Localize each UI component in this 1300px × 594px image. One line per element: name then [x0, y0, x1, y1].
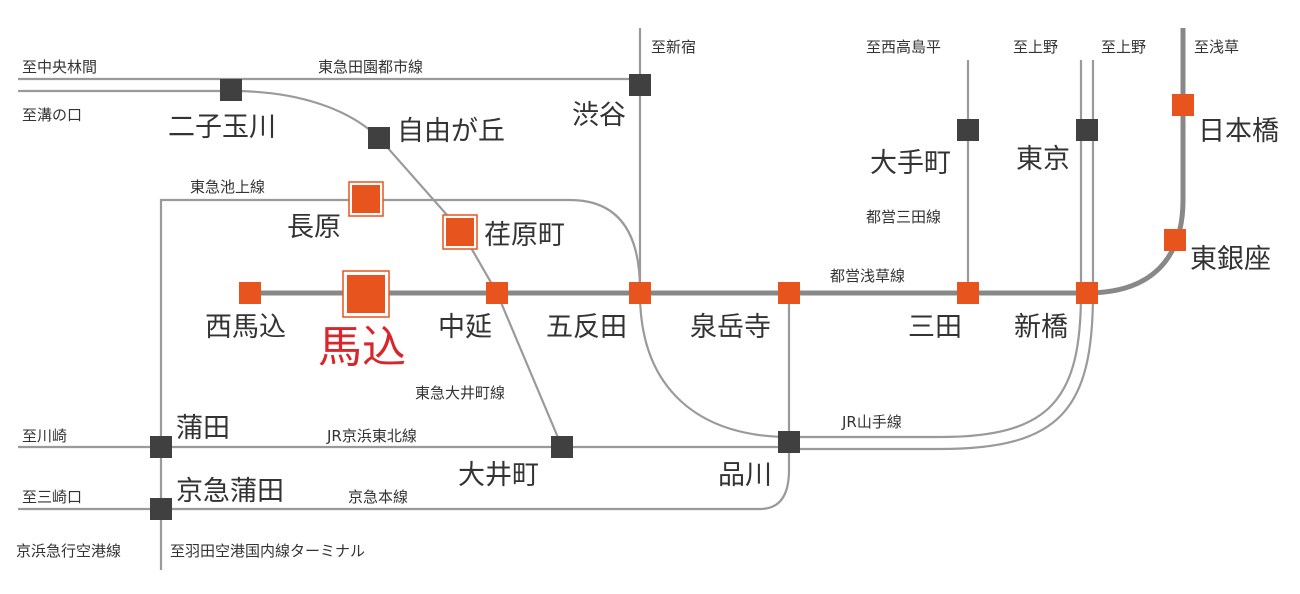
keikyu-main-line [18, 449, 791, 511]
rail-lines [18, 28, 1095, 570]
ikegami-line [159, 198, 642, 570]
line-label-toei-mita: 都営三田線 [866, 208, 941, 226]
station-label-oimachi: 大井町 [458, 460, 539, 491]
line-label-keikyu-airport: 京浜急行空港線 [16, 542, 121, 560]
asakusa-line-group [250, 28, 1186, 296]
station-label-futako-tamagawa: 二子玉川 [168, 112, 276, 143]
station-label-mita: 三田 [908, 312, 962, 343]
station-label-shimbashi: 新橋 [1014, 312, 1068, 343]
station-marker-keikyu-kamata[interactable] [150, 498, 172, 520]
station-label-shinagawa: 品川 [718, 460, 772, 491]
line-label-toei-asakusa: 都営浅草線 [830, 267, 905, 285]
station-marker-oimachi[interactable] [551, 436, 573, 458]
station-marker-nihombashi[interactable] [1172, 94, 1194, 116]
direction-shinjuku: 至新宿 [651, 38, 696, 56]
station-marker-shimbashi[interactable] [1076, 282, 1098, 304]
station-marker-jiyugaoka[interactable] [368, 127, 390, 149]
station-label-higashi-ginza: 東銀座 [1190, 244, 1271, 275]
line-label-yamanote: JR山手線 [841, 413, 902, 431]
station-label-nagahara: 長原 [287, 212, 341, 243]
station-marker-shibuya[interactable] [629, 74, 651, 96]
station-labels: 二子玉川 自由が丘 渋谷 大手町 東京 日本橋 長原 荏原町 東銀座 西馬込 中… [168, 100, 1279, 507]
direction-mizonokuchi: 至溝の口 [22, 106, 82, 124]
station-marker-kamata[interactable] [150, 436, 172, 458]
station-marker-ebaramachi[interactable] [446, 218, 474, 246]
direction-chuo-rinkan: 至中央林間 [22, 58, 97, 76]
station-label-otemachi: 大手町 [870, 148, 951, 179]
direction-ueno-1: 至上野 [1013, 38, 1058, 56]
toei-asakusa-line [250, 28, 1186, 296]
direction-haneda: 至羽田空港国内線ターミナル [170, 542, 365, 560]
station-label-tokyo: 東京 [1016, 144, 1070, 175]
line-label-ikegami: 東急池上線 [190, 178, 265, 196]
direction-kawasaki: 至川崎 [22, 427, 67, 445]
station-marker-gotanda[interactable] [629, 282, 651, 304]
line-labels: 至中央林間 至溝の口 東急田園都市線 至新宿 至西高島平 至上野 至上野 至浅草… [16, 38, 1239, 560]
direction-asakusa: 至浅草 [1194, 38, 1239, 56]
station-label-nihombashi: 日本橋 [1198, 116, 1279, 147]
station-label-keikyu-kamata: 京急蒲田 [176, 476, 284, 507]
station-label-ebaramachi: 荏原町 [484, 220, 565, 251]
station-marker-shinagawa[interactable] [778, 431, 800, 453]
station-marker-nakanobu[interactable] [486, 282, 508, 304]
station-marker-magome[interactable] [347, 275, 385, 313]
station-label-sengakuji: 泉岳寺 [690, 312, 771, 343]
station-marker-tokyo[interactable] [1076, 119, 1098, 141]
station-label-kamata: 蒲田 [176, 413, 230, 444]
direction-nishitakashimadaira: 至西高島平 [866, 38, 941, 56]
line-label-keikyu-main: 京急本線 [348, 488, 408, 506]
station-marker-otemachi[interactable] [957, 119, 979, 141]
station-marker-mita[interactable] [957, 282, 979, 304]
line-label-oimachi: 東急大井町線 [415, 384, 505, 402]
station-label-magome: 馬込 [318, 322, 406, 373]
line-label-keihin-tohoku: JR京浜東北線 [326, 427, 417, 445]
station-marker-nagahara[interactable] [352, 185, 380, 213]
line-label-den-en-toshi: 東急田園都市線 [318, 58, 423, 76]
station-marker-nishi-magome[interactable] [239, 282, 261, 304]
station-label-nishi-magome: 西馬込 [205, 312, 286, 343]
keihin-tohoku-loop [789, 292, 1095, 451]
station-label-jiyugaoka: 自由が丘 [397, 116, 505, 147]
station-label-shibuya: 渋谷 [572, 100, 626, 131]
station-label-gotanda: 五反田 [546, 312, 627, 343]
direction-ueno-2: 至上野 [1101, 38, 1146, 56]
station-marker-futako-tamagawa[interactable] [220, 79, 242, 101]
station-marker-sengakuji[interactable] [778, 282, 800, 304]
station-markers [150, 74, 1194, 520]
station-label-nakanobu: 中延 [438, 312, 492, 343]
direction-misakiguchi: 至三崎口 [22, 488, 82, 506]
station-marker-higashi-ginza[interactable] [1164, 229, 1186, 251]
yamanote-line [638, 292, 1083, 439]
